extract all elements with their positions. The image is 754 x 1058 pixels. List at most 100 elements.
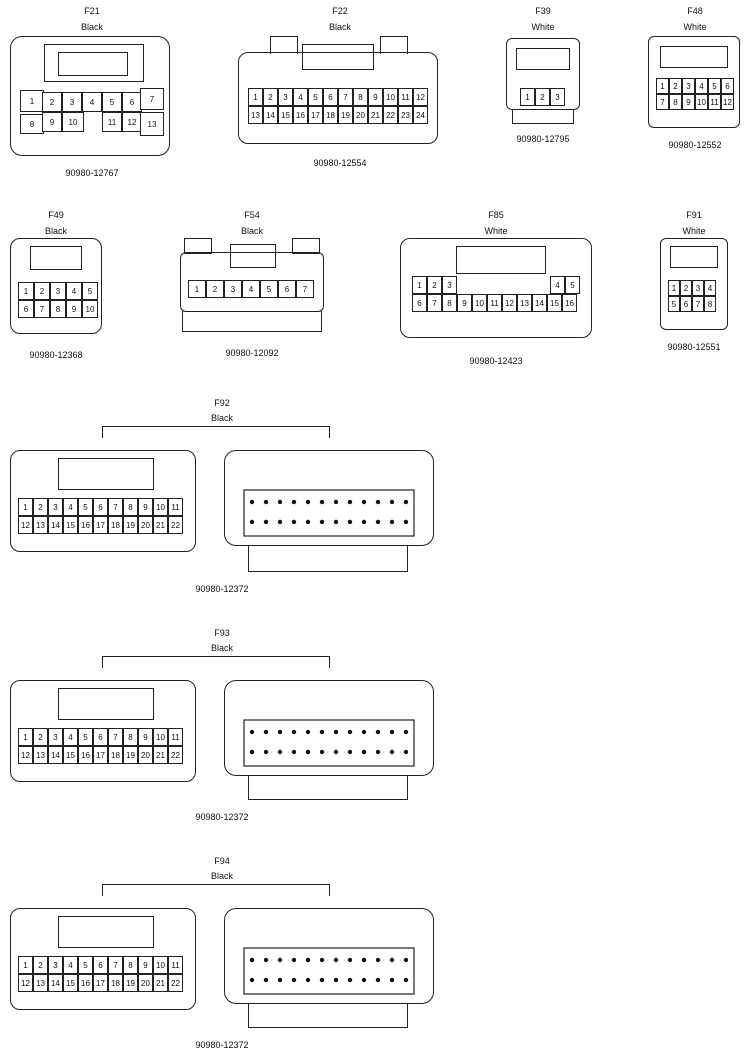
pin-cell: 5 (308, 88, 323, 106)
connector-tab-left (184, 238, 212, 254)
pin-cell: 16 (293, 106, 308, 124)
pin-cell: 11 (708, 94, 721, 110)
pin-cell: 21 (153, 516, 168, 534)
pin-cell: 8 (50, 300, 66, 318)
part-number: 90980-12372 (195, 584, 249, 594)
pin-cell: 6 (93, 498, 108, 516)
part-number: 90980-12551 (667, 342, 721, 352)
pin-cell: 6 (680, 296, 692, 312)
pin-cell: 8 (442, 294, 457, 312)
pin-cell: 18 (108, 746, 123, 764)
pin-cell: 1 (668, 280, 680, 296)
part-number: 90980-12795 (516, 134, 570, 144)
connector-base (248, 776, 408, 800)
part-number: 90980-12372 (195, 812, 249, 822)
pin-cell: 2 (33, 956, 48, 974)
pin-cell: 2 (680, 280, 692, 296)
pin-cell: 1 (656, 78, 669, 94)
connector-base (248, 1004, 408, 1028)
connector-color: White (484, 226, 508, 236)
pin-cell: 2 (34, 282, 50, 300)
pin-cell: 4 (550, 276, 565, 294)
connector-latch (670, 246, 718, 268)
pin-cell: 22 (168, 516, 183, 534)
pin-cell: 15 (278, 106, 293, 124)
pin-cell: 5 (668, 296, 680, 312)
pin-cell: 13 (517, 294, 532, 312)
pin-cell: 4 (63, 498, 78, 516)
pin-cell: 5 (102, 92, 122, 112)
pin-cell: 4 (82, 92, 102, 112)
connector-latch (44, 44, 144, 82)
pin-cell: 2 (263, 88, 278, 106)
pin-cell: 17 (93, 746, 108, 764)
pin-cell: 1 (18, 498, 33, 516)
pin-cell: 3 (62, 92, 82, 112)
pin-cell: 12 (122, 112, 142, 132)
connector-tab-right (380, 36, 408, 54)
pin-cell: 14 (48, 746, 63, 764)
pin-cell: 3 (224, 280, 242, 298)
pin-cell: 16 (78, 974, 93, 992)
pin-cell: 4 (695, 78, 708, 94)
part-number: 90980-12554 (313, 158, 367, 168)
connector-color: White (682, 226, 706, 236)
pin-cell: 12 (18, 516, 33, 534)
pin-cell: 3 (50, 282, 66, 300)
pin-cell: 10 (383, 88, 398, 106)
pin-cell: 8 (123, 728, 138, 746)
pin-cell: 17 (308, 106, 323, 124)
pin-cell: 22 (168, 746, 183, 764)
pin-cell: 19 (338, 106, 353, 124)
connector-housing (506, 38, 580, 110)
pin-cell: 18 (323, 106, 338, 124)
pin-cell: 6 (721, 78, 734, 94)
pin-cell: 9 (368, 88, 383, 106)
pin-cell: 1 (412, 276, 427, 294)
pin-cell: 17 (93, 516, 108, 534)
connector-latch (302, 44, 374, 70)
connector-pair-bracket (102, 426, 330, 438)
pin-cell: 7 (108, 956, 123, 974)
connector-color: Black (210, 643, 233, 653)
pin-cell: 13 (33, 974, 48, 992)
pin-cell: 11 (398, 88, 413, 106)
pin-cell: 11 (168, 498, 183, 516)
pin-cell: 15 (63, 746, 78, 764)
pin-cell: 19 (123, 516, 138, 534)
pin-cell: 11 (168, 728, 183, 746)
pin-cell: 7 (427, 294, 442, 312)
pin-cell: 19 (123, 746, 138, 764)
pin-cell: 6 (93, 728, 108, 746)
pin-cell: 5 (260, 280, 278, 298)
pin-cell: 4 (66, 282, 82, 300)
pin-cell: 1 (188, 280, 206, 298)
pin-cell: 16 (78, 746, 93, 764)
pin-cell: 6 (323, 88, 338, 106)
connector-latch (456, 246, 546, 274)
pin-cell: 5 (565, 276, 580, 294)
pin-cell: 13 (33, 516, 48, 534)
pin-cell: 4 (704, 280, 716, 296)
pin-cell: 11 (487, 294, 502, 312)
connector-id: F54 (244, 210, 260, 220)
pin-cell: 8 (123, 498, 138, 516)
pin-cell: 7 (692, 296, 704, 312)
pin-cell: 12 (502, 294, 517, 312)
connector-color: Black (210, 413, 233, 423)
pin-cell: 14 (263, 106, 278, 124)
pin-cell: 21 (153, 974, 168, 992)
connector-color: White (683, 22, 707, 32)
connector-id: F85 (488, 210, 504, 220)
pin-cell: 19 (123, 974, 138, 992)
pin-cell: 1 (248, 88, 263, 106)
part-number: 90980-12372 (195, 1040, 249, 1050)
connector-latch (230, 244, 276, 268)
connector-housing (180, 252, 324, 312)
pin-cell: 11 (102, 112, 122, 132)
connector-housing-male (224, 450, 434, 546)
pin-cell: 6 (412, 294, 427, 312)
pin-cell: 7 (140, 88, 164, 110)
connector-base (512, 110, 574, 124)
